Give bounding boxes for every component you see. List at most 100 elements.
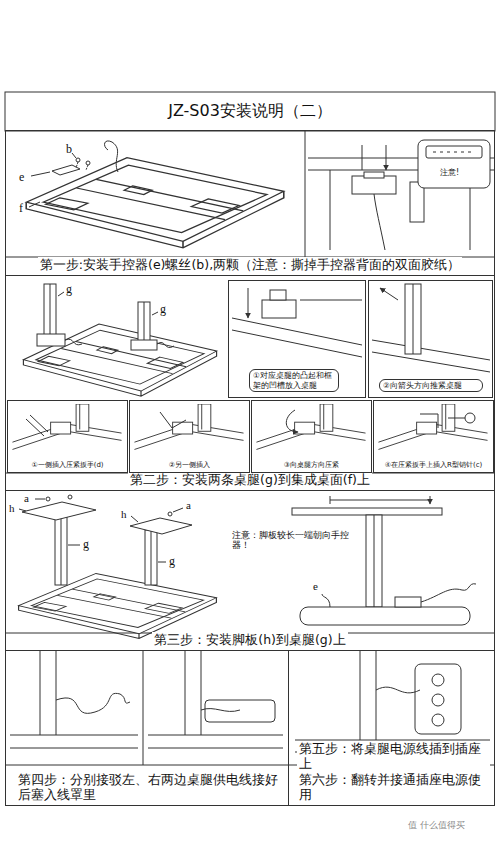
caption-text: 第五步：将桌腿电源线插到插座上 — [297, 741, 490, 772]
step2-desk-legs — [138, 302, 150, 342]
step-panel: 第二步：安装两条桌腿(g)到集成桌面(f)上①对应桌腿的凸起和框架的凹槽放入桌腿… — [5, 275, 495, 491]
note-text: 注意：脚板较长一端朝向手控器！ — [232, 530, 352, 551]
step4-views — [10, 651, 138, 748]
step-panel: 第四步：分别接驳左、右两边桌腿供电线接好后塞入线罩里 — [5, 650, 289, 806]
step3-desk-legs — [145, 530, 157, 585]
step3-desk-legs — [55, 515, 67, 585]
step2-clamp-views — [378, 404, 487, 449]
step3-desk-legs — [22, 495, 192, 585]
step1-detail — [308, 140, 495, 250]
caption-text: ②另一侧插入 — [167, 461, 212, 470]
caption-text: ④在压紧扳手上插入R型销针(c) — [383, 461, 484, 470]
step2-detail-2 — [372, 284, 490, 372]
caption-text: ①一侧插入压紧扳手(d) — [29, 461, 105, 470]
step2-desk-legs — [65, 339, 82, 345]
step2-detail-1 — [232, 300, 362, 357]
step5-6-view — [295, 651, 490, 752]
step2-desk-legs — [50, 284, 51, 336]
step3-side-view — [395, 597, 421, 607]
frame-lines — [5, 131, 495, 257]
step3-desk-legs — [46, 497, 50, 501]
detail-panel: ①对应桌腿的凸起和框架的凹槽放入桌腿 — [228, 280, 366, 398]
caption-text: ②向箭头方向推紧桌腿 — [379, 379, 483, 392]
step3-desk-legs — [22, 502, 96, 520]
caption-text: ③向桌腿方向压紧 — [282, 461, 341, 470]
step1-detail — [362, 145, 386, 170]
step1-detail — [374, 194, 385, 250]
title-box — [5, 92, 495, 131]
step2-desk-legs — [44, 284, 56, 336]
step2-desk-legs — [37, 284, 174, 350]
step3-side-view — [292, 496, 476, 625]
part-letter: g — [66, 283, 72, 297]
step3-desk-legs — [61, 515, 62, 585]
step3-side-view — [300, 607, 470, 625]
step2-desk-legs — [37, 334, 65, 346]
step2-detail-1 — [248, 288, 249, 318]
part-letter: g — [83, 538, 89, 552]
detail-panel: ②向箭头方向推紧桌腿 — [368, 280, 493, 398]
part-letter: e — [19, 171, 24, 185]
step3-desk-legs — [68, 495, 72, 499]
step1-desk — [26, 158, 284, 248]
part-letter: h — [9, 502, 15, 515]
step2-clamp-views — [256, 404, 365, 449]
step1-desk — [105, 141, 118, 172]
detail-panel: ①一侧插入压紧扳手(d) — [7, 400, 128, 473]
note-text: 注意! — [440, 168, 459, 177]
step4-views — [10, 651, 283, 748]
step2-desk-legs — [131, 340, 157, 350]
step-panel: 第三步：安装脚板(h)到桌腿(g)上 — [5, 490, 495, 651]
step3-side-view — [366, 515, 382, 607]
part-letter: a — [24, 492, 29, 505]
step5-6-view — [415, 664, 461, 734]
step3-side-view — [421, 584, 476, 602]
step1-desk — [76, 158, 80, 162]
step3-desk-legs — [168, 512, 172, 516]
detail-panel: ②另一侧插入 — [129, 400, 250, 473]
step2-desk-legs — [58, 292, 158, 315]
step4-views — [201, 709, 240, 712]
step2-clamp-views — [420, 414, 438, 428]
step2-clamp-views — [448, 418, 465, 419]
step2-clamp-views — [26, 415, 48, 436]
step3-desk-legs — [19, 573, 217, 638]
step1-detail — [352, 176, 396, 194]
step2-detail-1 — [232, 288, 362, 357]
step-panel: 第一步:安装手控器(e)螺丝(b),两颗（注意：撕掉手控器背面的双面胶纸） — [5, 130, 495, 276]
part-letter: b — [66, 143, 72, 157]
part-letter: a — [186, 499, 191, 512]
caption-text: 第六步：翻转并接通插座电源使用 — [297, 772, 490, 803]
step1-desk — [76, 162, 88, 170]
step3-desk-legs — [130, 518, 192, 534]
part-letter: f — [19, 202, 23, 216]
step2-desk-legs — [144, 302, 145, 342]
step3-desk-legs — [151, 530, 152, 585]
step2-detail-2 — [372, 340, 490, 372]
step2-desk-legs — [157, 342, 174, 347]
step4-views — [148, 651, 283, 748]
part-letter: e — [313, 580, 318, 593]
step2-detail-2 — [380, 288, 398, 300]
step3-side-view — [374, 515, 375, 607]
step5-6-view — [432, 674, 444, 686]
step3-side-view — [292, 508, 442, 515]
step2-clamp-views — [465, 413, 475, 423]
step2-clamp-views — [160, 412, 186, 428]
step2-clamp-views — [12, 404, 487, 449]
caption-text: 第三步：安装脚板(h)到桌腿(g)上 — [152, 632, 347, 648]
step4-views — [205, 700, 275, 722]
step5-6-view — [432, 714, 444, 726]
step-panel: 第五步：将桌腿电源线插到插座上第六步：翻转并接通插座电源使用 — [288, 650, 495, 806]
step1-detail — [364, 172, 384, 178]
step5-6-view — [376, 687, 420, 693]
part-letter: g — [169, 555, 175, 569]
step2-clamp-views — [286, 410, 298, 432]
step3-side-view — [330, 496, 430, 504]
watermark: 值 什么值得买 — [408, 820, 465, 830]
step2-detail-2 — [405, 284, 421, 354]
step1-desk — [29, 153, 76, 207]
